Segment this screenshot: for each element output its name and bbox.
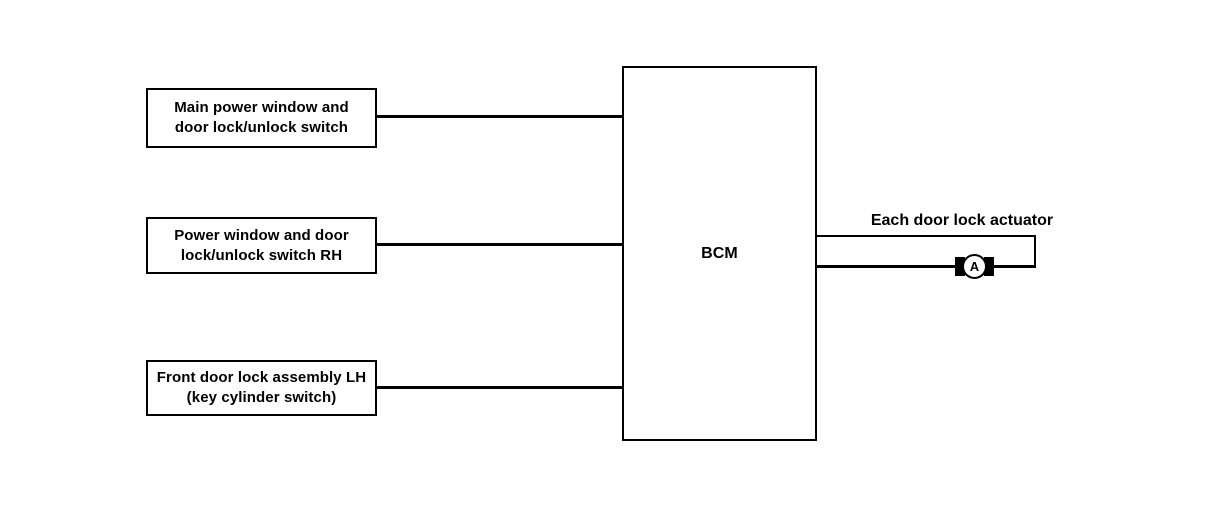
block-bcm: BCM — [622, 66, 817, 441]
motor-letter: A — [969, 259, 980, 274]
motor-terminal-right — [984, 257, 994, 276]
actuator-label: Each door lock actuator — [870, 212, 1054, 229]
block-label-line: lock/unlock switch RH — [180, 246, 343, 264]
wire-actuator-bottom — [817, 265, 1036, 268]
block-label-line: Front door lock assembly LH — [156, 369, 367, 386]
wire-actuator-top — [817, 235, 1036, 237]
motor-actuator-icon: A — [962, 254, 987, 279]
block-power-window-switch-rh: Power window and door lock/unlock switch… — [146, 217, 377, 274]
motor-terminal-left — [955, 257, 965, 276]
bcm-label: BCM — [701, 244, 738, 262]
block-label-line: Main power window and — [174, 99, 349, 116]
wire-main-switch-to-bcm — [377, 115, 622, 118]
wire-actuator-right — [1034, 235, 1036, 267]
block-main-power-window-switch: Main power window and door lock/unlock s… — [146, 88, 377, 148]
block-front-door-lock-assembly: Front door lock assembly LH (key cylinde… — [146, 360, 377, 416]
wire-door-lock-assembly-to-bcm — [377, 386, 622, 389]
block-label-line: Power window and door — [174, 226, 349, 244]
wire-switch-rh-to-bcm — [377, 243, 622, 246]
block-label-line: door lock/unlock switch — [174, 119, 349, 136]
block-label-line: (key cylinder switch) — [186, 389, 337, 406]
